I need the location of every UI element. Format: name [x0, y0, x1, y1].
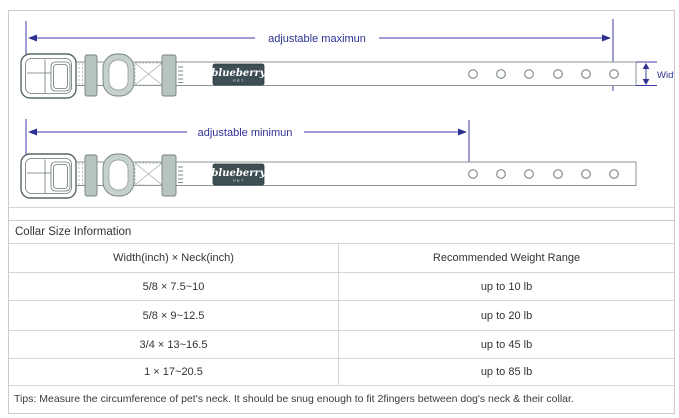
- weight-cell: up to 20 lb: [480, 309, 533, 322]
- size-cell: 1 × 17~20.5: [9, 359, 339, 385]
- adjustable-min-label: adjustable minimun: [198, 127, 293, 139]
- table-row: 5/8 × 9~12.5 up to 20 lb: [9, 301, 674, 331]
- size-cell: 5/8 × 9~12.5: [9, 301, 339, 330]
- collar-bottom: adjustable minimun: [20, 119, 637, 199]
- table-header-row: Width(inch) × Neck(inch) Recommended Wei…: [9, 244, 674, 273]
- arrowhead-right-icon: [458, 128, 467, 136]
- table-title: Collar Size Information: [9, 221, 674, 244]
- adjustable-max-label: adjustable maximun: [268, 33, 366, 45]
- arrowhead-left-icon: [28, 128, 37, 136]
- collar-diagram: blueberry PET: [9, 11, 674, 208]
- arrowhead-left-icon: [28, 34, 37, 42]
- weight-cell: up to 10 lb: [480, 280, 533, 293]
- table-row: 3/4 × 13~16.5 up to 45 lb: [9, 331, 674, 359]
- content-frame: blueberry PET: [8, 10, 675, 414]
- tips-text: Tips: Measure the circumference of pet's…: [14, 393, 574, 405]
- header-size-column: Width(inch) × Neck(inch): [9, 244, 339, 272]
- arrowhead-right-icon: [602, 34, 611, 42]
- header-weight-column: Recommended Weight Range: [432, 252, 581, 264]
- size-cell: 3/4 × 13~16.5: [9, 331, 339, 358]
- table-row: 5/8 × 7.5~10 up to 10 lb: [9, 273, 674, 301]
- width-label: Width: [657, 70, 674, 81]
- table-row: 1 × 17~20.5 up to 85 lb: [9, 359, 674, 386]
- collar-top: adjustable maximun Width: [20, 19, 674, 99]
- width-annotation: Width: [636, 61, 674, 86]
- weight-cell: up to 45 lb: [480, 338, 533, 351]
- section-divider: [9, 208, 674, 221]
- collar-diagram-svg: blueberry PET: [20, 19, 674, 199]
- size-cell: 5/8 × 7.5~10: [9, 273, 339, 300]
- weight-cell: up to 85 lb: [480, 366, 533, 378]
